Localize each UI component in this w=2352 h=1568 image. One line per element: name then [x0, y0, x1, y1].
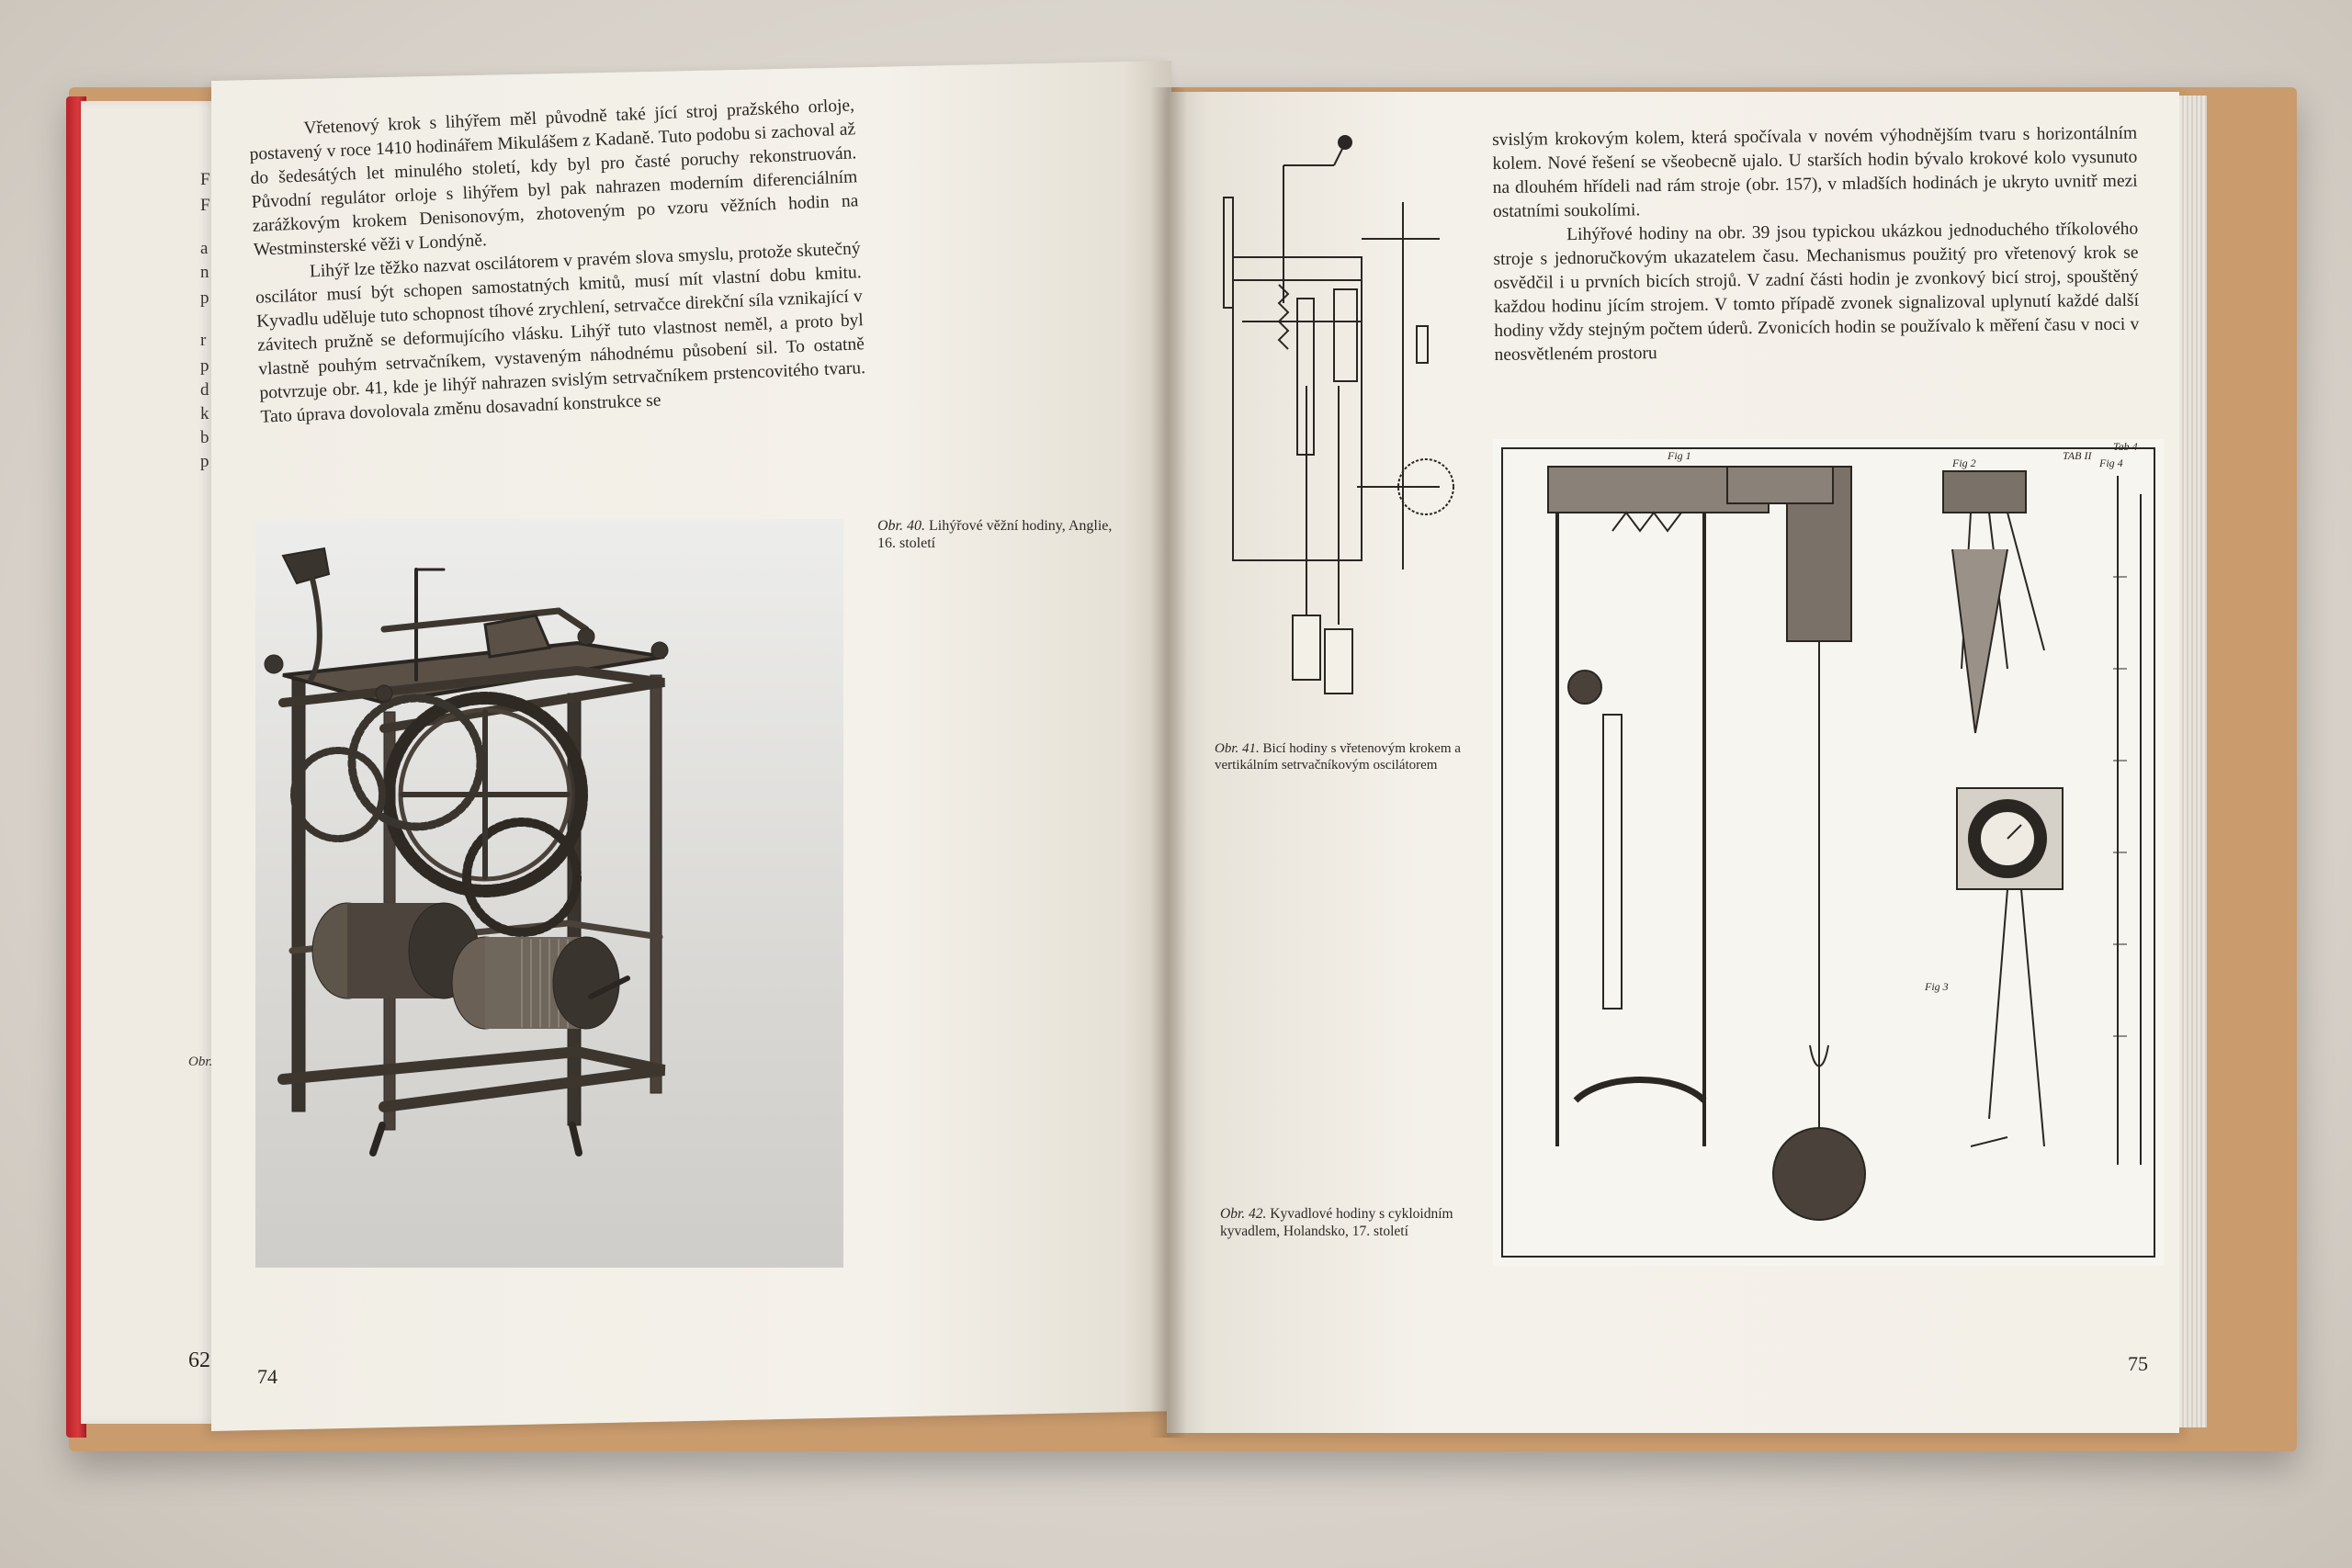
striking-clock-diagram	[1205, 129, 1481, 716]
prev-page-number: 62	[188, 1348, 210, 1372]
plate-label: TAB II	[2063, 449, 2092, 462]
diagram-41-illustration	[1223, 135, 1454, 694]
prev-fragment: p	[200, 288, 209, 308]
clock-frame-illustration	[264, 547, 669, 1156]
left-paragraph: Vřetenový krok s lihýřem měl původně tak…	[249, 96, 859, 260]
figure-caption-40: Obr. 40. Lihýřové věžní hodiny, Anglie, …	[877, 517, 1116, 552]
left-page-number: 74	[257, 1365, 277, 1388]
prev-fragment: r	[200, 331, 207, 350]
plate-label: Tab 4	[2113, 440, 2138, 453]
plate-label: Fig 1	[1667, 449, 1691, 462]
plate-label: Fig 4	[2098, 457, 2123, 469]
right-page-body: svislým krokovým kolem, která spočívala …	[1492, 122, 2140, 367]
prev-caption-fragment: Obr.	[188, 1055, 213, 1069]
figure-caption-42: Obr. 42. Kyvadlové hodiny s cykloidním k…	[1220, 1205, 1487, 1240]
right-page-number: 75	[2128, 1352, 2148, 1375]
prev-fragment: d	[200, 380, 209, 400]
caption-label: Obr. 42.	[1220, 1206, 1267, 1222]
prev-fragment: F	[200, 170, 210, 189]
right-paragraph: Lihýřové hodiny na obr. 39 jsou typickou…	[1493, 219, 2140, 365]
left-page-body: Vřetenový krok s lihýřem měl původně tak…	[248, 94, 867, 429]
plate-label: Fig 2	[1951, 457, 1976, 469]
caption-text: Bicí hodiny s vřetenovým krokem a vertik…	[1215, 741, 1461, 773]
pendulum-clock-plate: Fig 1 Fig 2 Fig 3 Fig 4 TAB II Tab 4	[1493, 439, 2164, 1266]
plate-label: Fig 3	[1924, 980, 1949, 993]
book-gutter	[1150, 87, 1187, 1438]
prev-fragment: F	[200, 196, 210, 215]
plate-42-illustration: Fig 1 Fig 2 Fig 3 Fig 4 TAB II Tab 4	[1501, 440, 2155, 1258]
prev-fragment: a	[200, 239, 209, 258]
clock-mechanism-photo	[255, 519, 843, 1268]
prev-fragment: p	[200, 452, 209, 471]
page-edges	[2179, 96, 2207, 1427]
left-paragraph: Lihýř lze těžko nazvat oscilátorem v pra…	[254, 239, 866, 427]
prev-fragment: b	[200, 428, 209, 447]
previous-page-edge: F F a n p r p d k b p	[81, 101, 228, 1424]
caption-label: Obr. 41.	[1215, 741, 1260, 756]
caption-text: Kyvadlové hodiny s cykloidním kyvadlem, …	[1220, 1206, 1453, 1239]
right-paragraph: svislým krokovým kolem, která spočívala …	[1492, 123, 2138, 221]
prev-fragment: p	[200, 356, 209, 376]
caption-label: Obr. 40.	[877, 518, 926, 534]
figure-caption-41: Obr. 41. Bicí hodiny s vřetenovým krokem…	[1215, 740, 1490, 773]
prev-fragment: k	[200, 404, 209, 423]
prev-fragment: n	[200, 263, 209, 282]
caption-text: Lihýřové věžní hodiny, Anglie, 16. stole…	[877, 518, 1113, 551]
